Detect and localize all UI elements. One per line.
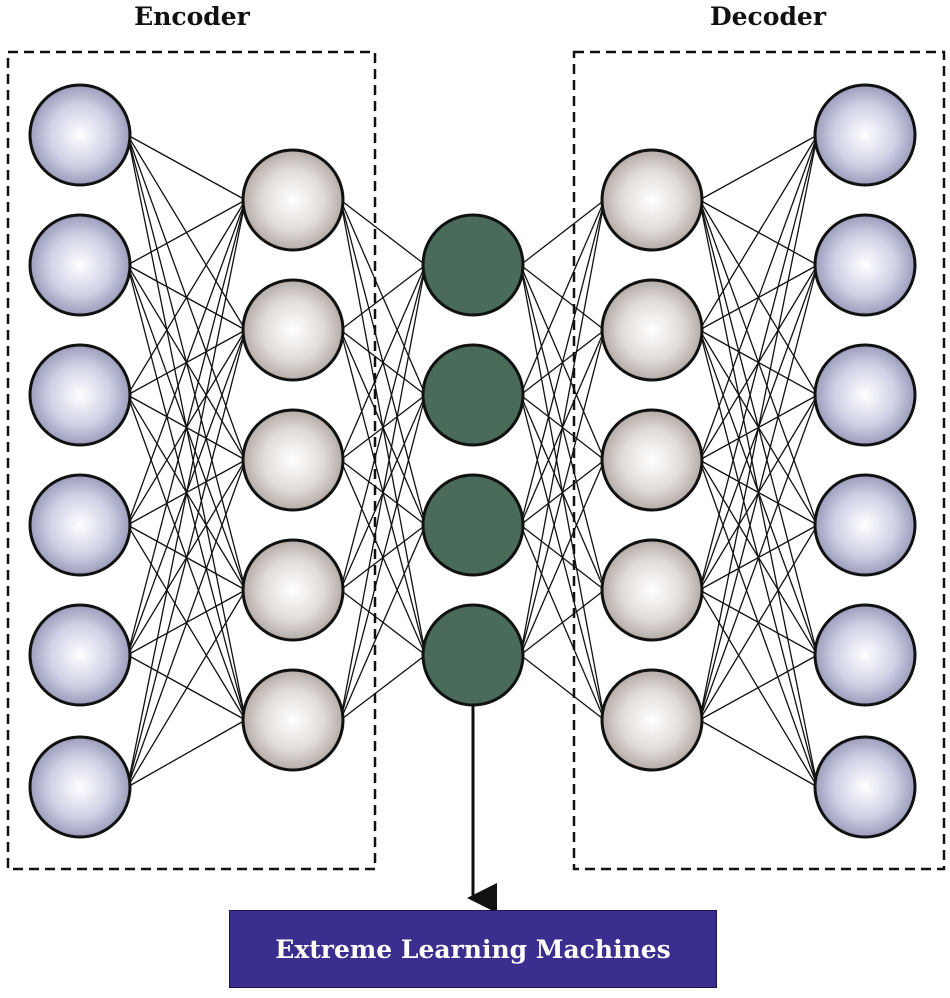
output-node-1 bbox=[813, 83, 917, 187]
output-node-6 bbox=[813, 735, 917, 839]
connection-encoder-hidden-0-to-bottleneck-0 bbox=[340, 199, 426, 266]
decoder-frame bbox=[572, 50, 946, 871]
connection-decoder-hidden-3-to-output-5 bbox=[698, 589, 819, 788]
bottleneck-node-4 bbox=[421, 603, 525, 707]
output-node-3 bbox=[813, 343, 917, 447]
input-node-4 bbox=[28, 473, 132, 577]
input-node-5 bbox=[28, 603, 132, 707]
input-node-1 bbox=[28, 83, 132, 187]
input-node-3 bbox=[28, 343, 132, 447]
connection-input-2-to-encoder-hidden-0 bbox=[126, 199, 247, 396]
connection-decoder-hidden-2-to-output-0 bbox=[698, 134, 819, 461]
connection-encoder-hidden-4-to-bottleneck-1 bbox=[339, 394, 427, 721]
connection-decoder-hidden-4-to-output-2 bbox=[698, 394, 819, 721]
connection-decoder-hidden-4-to-output-5 bbox=[699, 719, 818, 788]
connection-bottleneck-2-to-decoder-hidden-0 bbox=[519, 199, 606, 526]
connection-input-5-to-encoder-hidden-0 bbox=[126, 199, 247, 788]
connection-bottleneck-3-to-decoder-hidden-3 bbox=[520, 589, 605, 656]
connection-input-1-to-encoder-hidden-0 bbox=[127, 199, 246, 266]
decoder-title: Decoder bbox=[709, 2, 827, 31]
encoder-hidden-node-4 bbox=[241, 538, 345, 642]
output-box: Extreme Learning Machines bbox=[229, 910, 717, 988]
connection-encoder-hidden-4-to-bottleneck-3 bbox=[340, 654, 426, 721]
encoder-hidden-node-3 bbox=[241, 408, 345, 512]
connection-input-5-to-encoder-hidden-4 bbox=[127, 719, 246, 788]
connection-input-4-to-encoder-hidden-0 bbox=[126, 199, 247, 656]
output-node-2 bbox=[813, 213, 917, 317]
decoder-hidden-node-3 bbox=[600, 408, 704, 512]
connection-decoder-hidden-3-to-output-0 bbox=[698, 134, 819, 591]
neuron-nodes bbox=[28, 83, 917, 839]
connection-decoder-hidden-4-to-output-1 bbox=[698, 264, 819, 721]
connection-encoder-hidden-1-to-bottleneck-0 bbox=[340, 264, 426, 331]
output-label: Extreme Learning Machines bbox=[275, 934, 671, 964]
encoder-hidden-node-5 bbox=[241, 668, 345, 772]
encoder-hidden-node-2 bbox=[241, 278, 345, 382]
encoder-hidden-node-1 bbox=[241, 148, 345, 252]
bottleneck-node-2 bbox=[421, 343, 525, 447]
connection-lines bbox=[126, 134, 819, 788]
connection-bottleneck-3-to-decoder-hidden-2 bbox=[519, 459, 606, 656]
connection-encoder-hidden-4-to-bottleneck-2 bbox=[339, 524, 427, 721]
connection-bottleneck-3-to-decoder-hidden-0 bbox=[519, 199, 606, 656]
input-node-6 bbox=[28, 735, 132, 839]
connection-decoder-hidden-0-to-output-0 bbox=[699, 134, 818, 201]
connection-bottleneck-0-to-decoder-hidden-0 bbox=[520, 199, 605, 266]
connection-encoder-hidden-3-to-bottleneck-0 bbox=[339, 264, 427, 591]
connection-input-5-to-encoder-hidden-1 bbox=[126, 329, 247, 788]
connection-decoder-hidden-4-to-output-4 bbox=[699, 654, 818, 721]
connection-input-0-to-encoder-hidden-0 bbox=[127, 134, 246, 201]
bottleneck-node-3 bbox=[421, 473, 525, 577]
connection-bottleneck-1-to-decoder-hidden-0 bbox=[519, 199, 606, 396]
encoder-title: Encoder bbox=[134, 2, 250, 31]
connection-input-5-to-encoder-hidden-2 bbox=[126, 459, 247, 788]
connection-input-5-to-encoder-hidden-3 bbox=[126, 589, 247, 788]
bottleneck-node-1 bbox=[421, 213, 525, 317]
decoder-hidden-node-1 bbox=[600, 148, 704, 252]
output-node-5 bbox=[813, 603, 917, 707]
connection-bottleneck-3-to-decoder-hidden-4 bbox=[520, 654, 605, 721]
connection-input-3-to-encoder-hidden-0 bbox=[126, 199, 247, 526]
decoder-hidden-node-4 bbox=[600, 538, 704, 642]
connection-bottleneck-3-to-decoder-hidden-1 bbox=[519, 329, 606, 656]
connection-decoder-hidden-4-to-output-3 bbox=[698, 524, 819, 721]
decoder-hidden-node-5 bbox=[600, 668, 704, 772]
connection-encoder-hidden-2-to-bottleneck-0 bbox=[339, 264, 427, 461]
output-node-4 bbox=[813, 473, 917, 577]
connection-decoder-hidden-1-to-output-0 bbox=[698, 134, 819, 331]
decoder-hidden-node-2 bbox=[600, 278, 704, 382]
connection-decoder-hidden-4-to-output-0 bbox=[698, 134, 819, 721]
connection-encoder-hidden-4-to-bottleneck-0 bbox=[339, 264, 427, 721]
input-node-2 bbox=[28, 213, 132, 317]
